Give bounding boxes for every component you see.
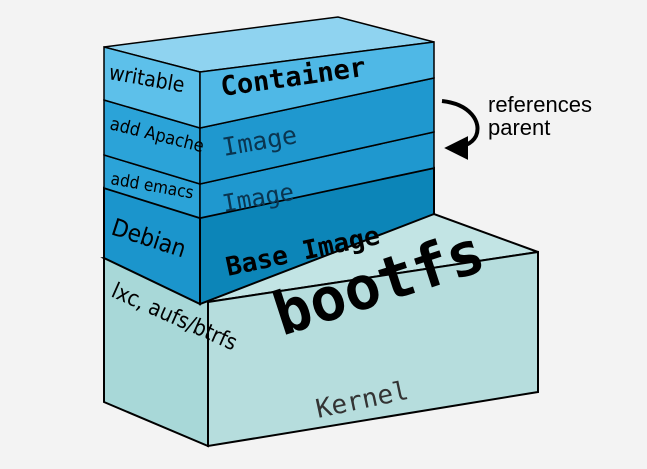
- bootfs-front-face: [207, 250, 539, 448]
- annotation-line-1: references: [488, 92, 592, 117]
- container-layer: [103, 16, 435, 129]
- references-parent-arrow: [441, 99, 480, 160]
- container-front-face: [199, 41, 435, 129]
- annotation-line-2: parent: [488, 115, 550, 140]
